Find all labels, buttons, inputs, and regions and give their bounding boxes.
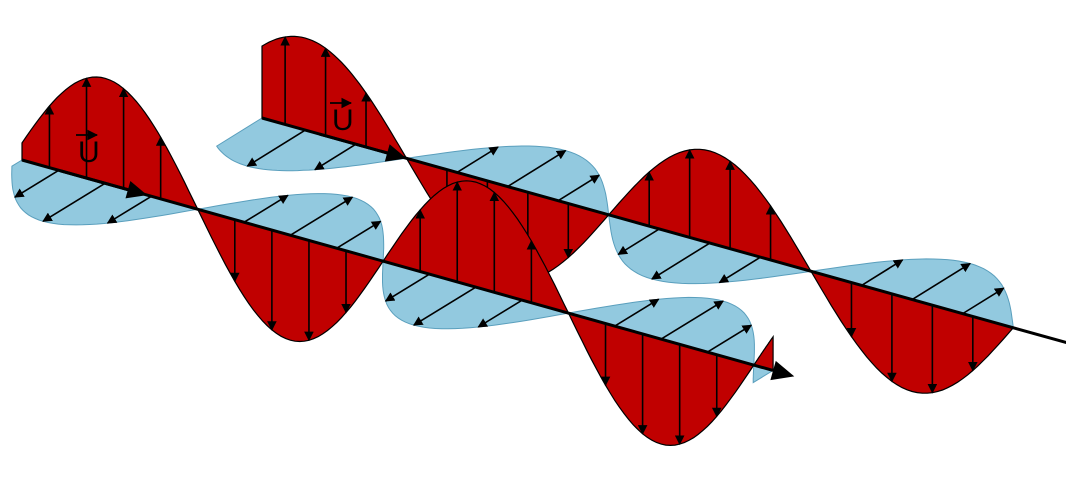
vector-label: U	[332, 104, 354, 137]
propagation-arrowhead	[770, 361, 794, 380]
vector-label: U	[78, 136, 100, 169]
